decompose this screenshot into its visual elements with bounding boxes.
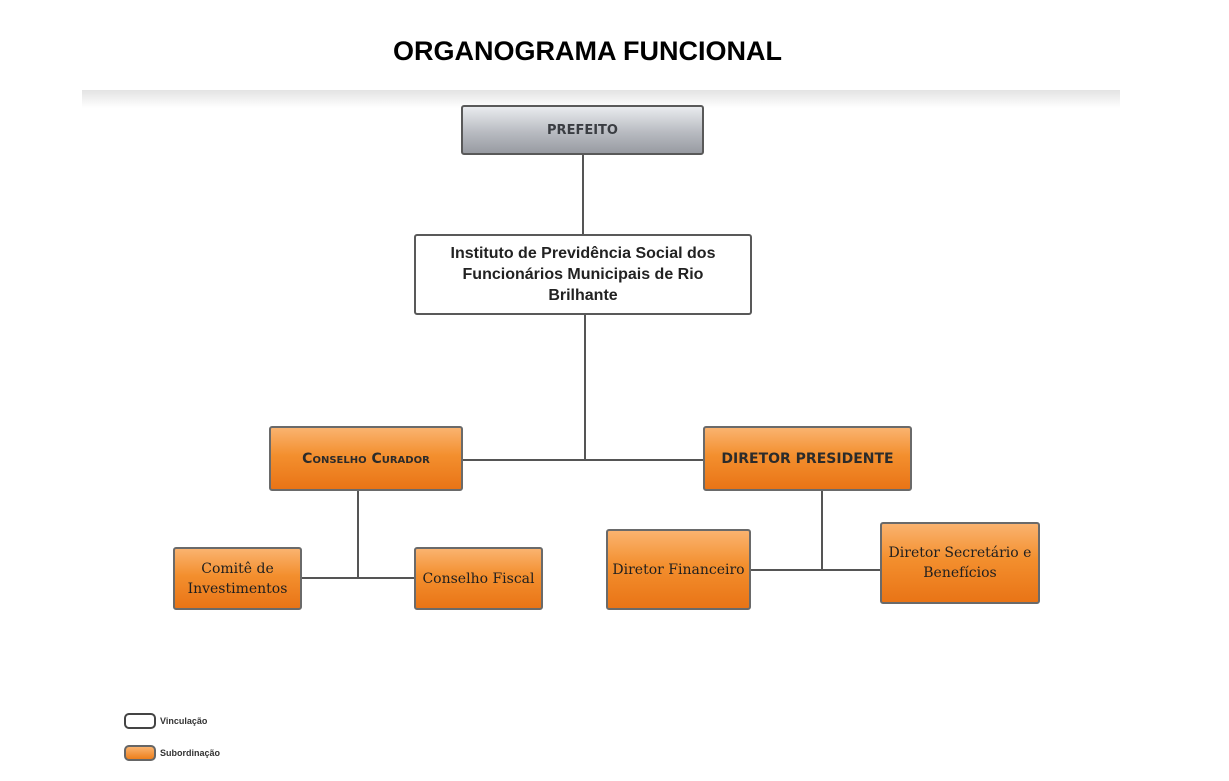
header-divider bbox=[82, 90, 1120, 108]
page-title: ORGANOGRAMA FUNCIONAL bbox=[393, 36, 782, 66]
legend-subordinacao-label: Subordinação bbox=[160, 748, 221, 758]
node-conselho-curador: Conselho Curador bbox=[269, 426, 463, 491]
node-diretor-financeiro-label: Diretor Financeiro bbox=[612, 561, 745, 578]
legend-swatch-white bbox=[124, 713, 156, 729]
node-instituto-label: Instituto de Previdência Social dos Func… bbox=[450, 245, 716, 304]
node-conselho-curador-label: Conselho Curador bbox=[302, 450, 430, 467]
node-conselho-fiscal: Conselho Fiscal bbox=[414, 547, 543, 610]
node-diretor-secretario-label: Diretor Secretário e Benefícios bbox=[888, 545, 1032, 581]
legend-swatch-orange bbox=[124, 745, 156, 761]
node-prefeito-label: PREFEITO bbox=[547, 122, 618, 138]
legend-vinculacao-label: Vinculação bbox=[160, 716, 208, 726]
legend-subordinacao: Subordinação bbox=[124, 745, 220, 761]
node-diretor-presidente-label: DIRETOR PRESIDENTE bbox=[721, 450, 894, 467]
node-comite-investimentos-label: Comitê de Investimentos bbox=[187, 560, 288, 597]
node-diretor-secretario: Diretor Secretário e Benefícios bbox=[880, 522, 1040, 604]
node-instituto: Instituto de Previdência Social dos Func… bbox=[414, 234, 752, 315]
legend-vinculacao: Vinculação bbox=[124, 713, 207, 729]
node-conselho-fiscal-label: Conselho Fiscal bbox=[422, 570, 535, 587]
node-diretor-financeiro: Diretor Financeiro bbox=[606, 529, 751, 610]
node-prefeito: PREFEITO bbox=[461, 105, 704, 155]
node-comite-investimentos: Comitê de Investimentos bbox=[173, 547, 302, 610]
node-diretor-presidente: DIRETOR PRESIDENTE bbox=[703, 426, 912, 491]
